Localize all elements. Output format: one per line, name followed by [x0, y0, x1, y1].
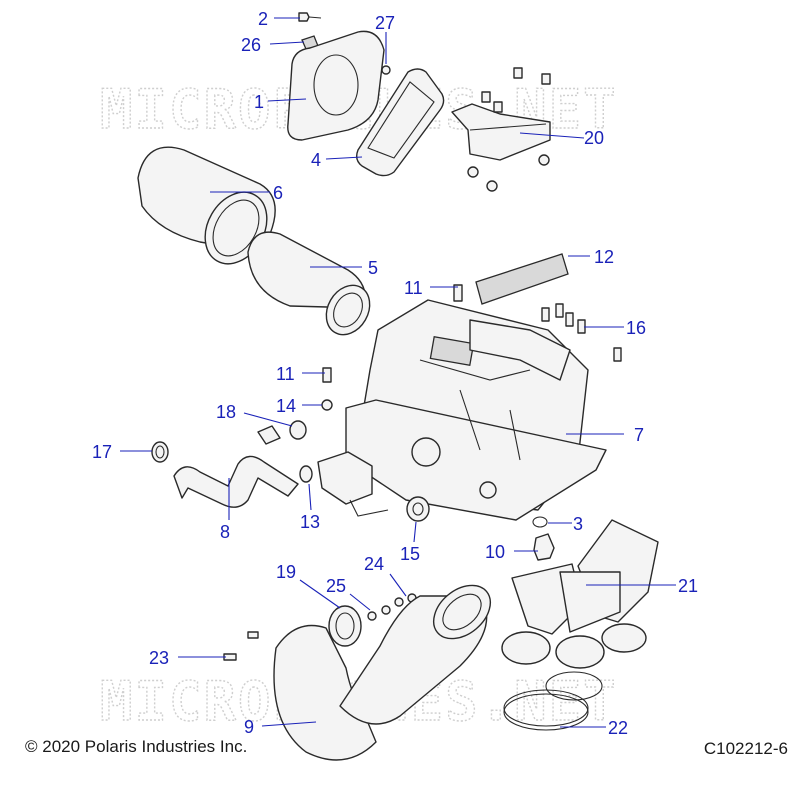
- copyright-notice: © 2020 Polaris Industries Inc.: [25, 737, 248, 756]
- callout-12: 12: [594, 247, 614, 267]
- callout-18: 18: [216, 402, 236, 422]
- callout-11-mid: 11: [276, 364, 295, 384]
- part-grommet-19: [328, 605, 362, 647]
- callout-11-top: 11: [404, 278, 423, 298]
- callout-13: 13: [300, 512, 320, 532]
- part-bolts-16: [541, 303, 622, 362]
- part-duct-9: [273, 584, 491, 761]
- part-hose-8: [173, 455, 299, 508]
- part-cover-1: [287, 30, 385, 141]
- callout-14: 14: [276, 396, 296, 416]
- callout-7: 7: [634, 425, 644, 445]
- callout-26: 26: [241, 35, 261, 55]
- part-outer-filter-6: [137, 146, 276, 265]
- callout-21: 21: [678, 576, 698, 596]
- part-clamp-17: [151, 441, 169, 463]
- diagram-code: C102212-6: [703, 739, 788, 758]
- part-screw-23b: [247, 631, 259, 639]
- callout-3: 3: [573, 514, 583, 534]
- part-bolt-11-mid: [322, 367, 332, 383]
- callout-9: 9: [244, 717, 254, 737]
- callout-8: 8: [220, 522, 230, 542]
- part-inner-filter-5: [247, 231, 371, 336]
- callout-24: 24: [364, 554, 384, 574]
- part-intake-21: [501, 519, 659, 669]
- callout-23: 23: [149, 648, 169, 668]
- callout-6: 6: [273, 183, 283, 203]
- part-grommet-15: [406, 496, 430, 522]
- part-foam-12: [475, 253, 569, 305]
- callout-20: 20: [584, 128, 604, 148]
- callout-22: 22: [608, 718, 628, 738]
- callout-4: 4: [311, 150, 321, 170]
- part-airbox-7: [345, 299, 607, 521]
- callout-16: 16: [626, 318, 646, 338]
- part-oring-3: [532, 516, 548, 528]
- part-bolt-11-top: [453, 284, 463, 302]
- callout-10: 10: [485, 542, 505, 562]
- part-screw-2: [298, 12, 322, 22]
- part-washers-24: [394, 593, 417, 607]
- part-clamps-22: [503, 671, 603, 731]
- callout-1: 1: [254, 92, 264, 112]
- part-valve-assembly: [317, 451, 389, 517]
- part-washers-25: [367, 605, 391, 621]
- part-fitting-10: [533, 533, 555, 561]
- callout-27: 27: [375, 13, 395, 33]
- callout-17: 17: [92, 442, 112, 462]
- part-grommet-18: [257, 420, 307, 445]
- part-bracket-20: [451, 67, 551, 192]
- callout-labels: 2 26 27 1 4 6 20 5 12 11 16 11 14 18 17 …: [92, 9, 698, 738]
- part-gasket-4: [355, 68, 445, 177]
- callout-5: 5: [368, 258, 378, 278]
- callout-15: 15: [400, 544, 420, 564]
- part-washer-14: [321, 399, 333, 411]
- part-clamp-13: [299, 465, 313, 483]
- leader-lines: [120, 17, 676, 728]
- callout-2: 2: [258, 9, 268, 29]
- part-nut-27: [381, 65, 391, 75]
- callout-19: 19: [276, 562, 296, 582]
- callout-25: 25: [326, 576, 346, 596]
